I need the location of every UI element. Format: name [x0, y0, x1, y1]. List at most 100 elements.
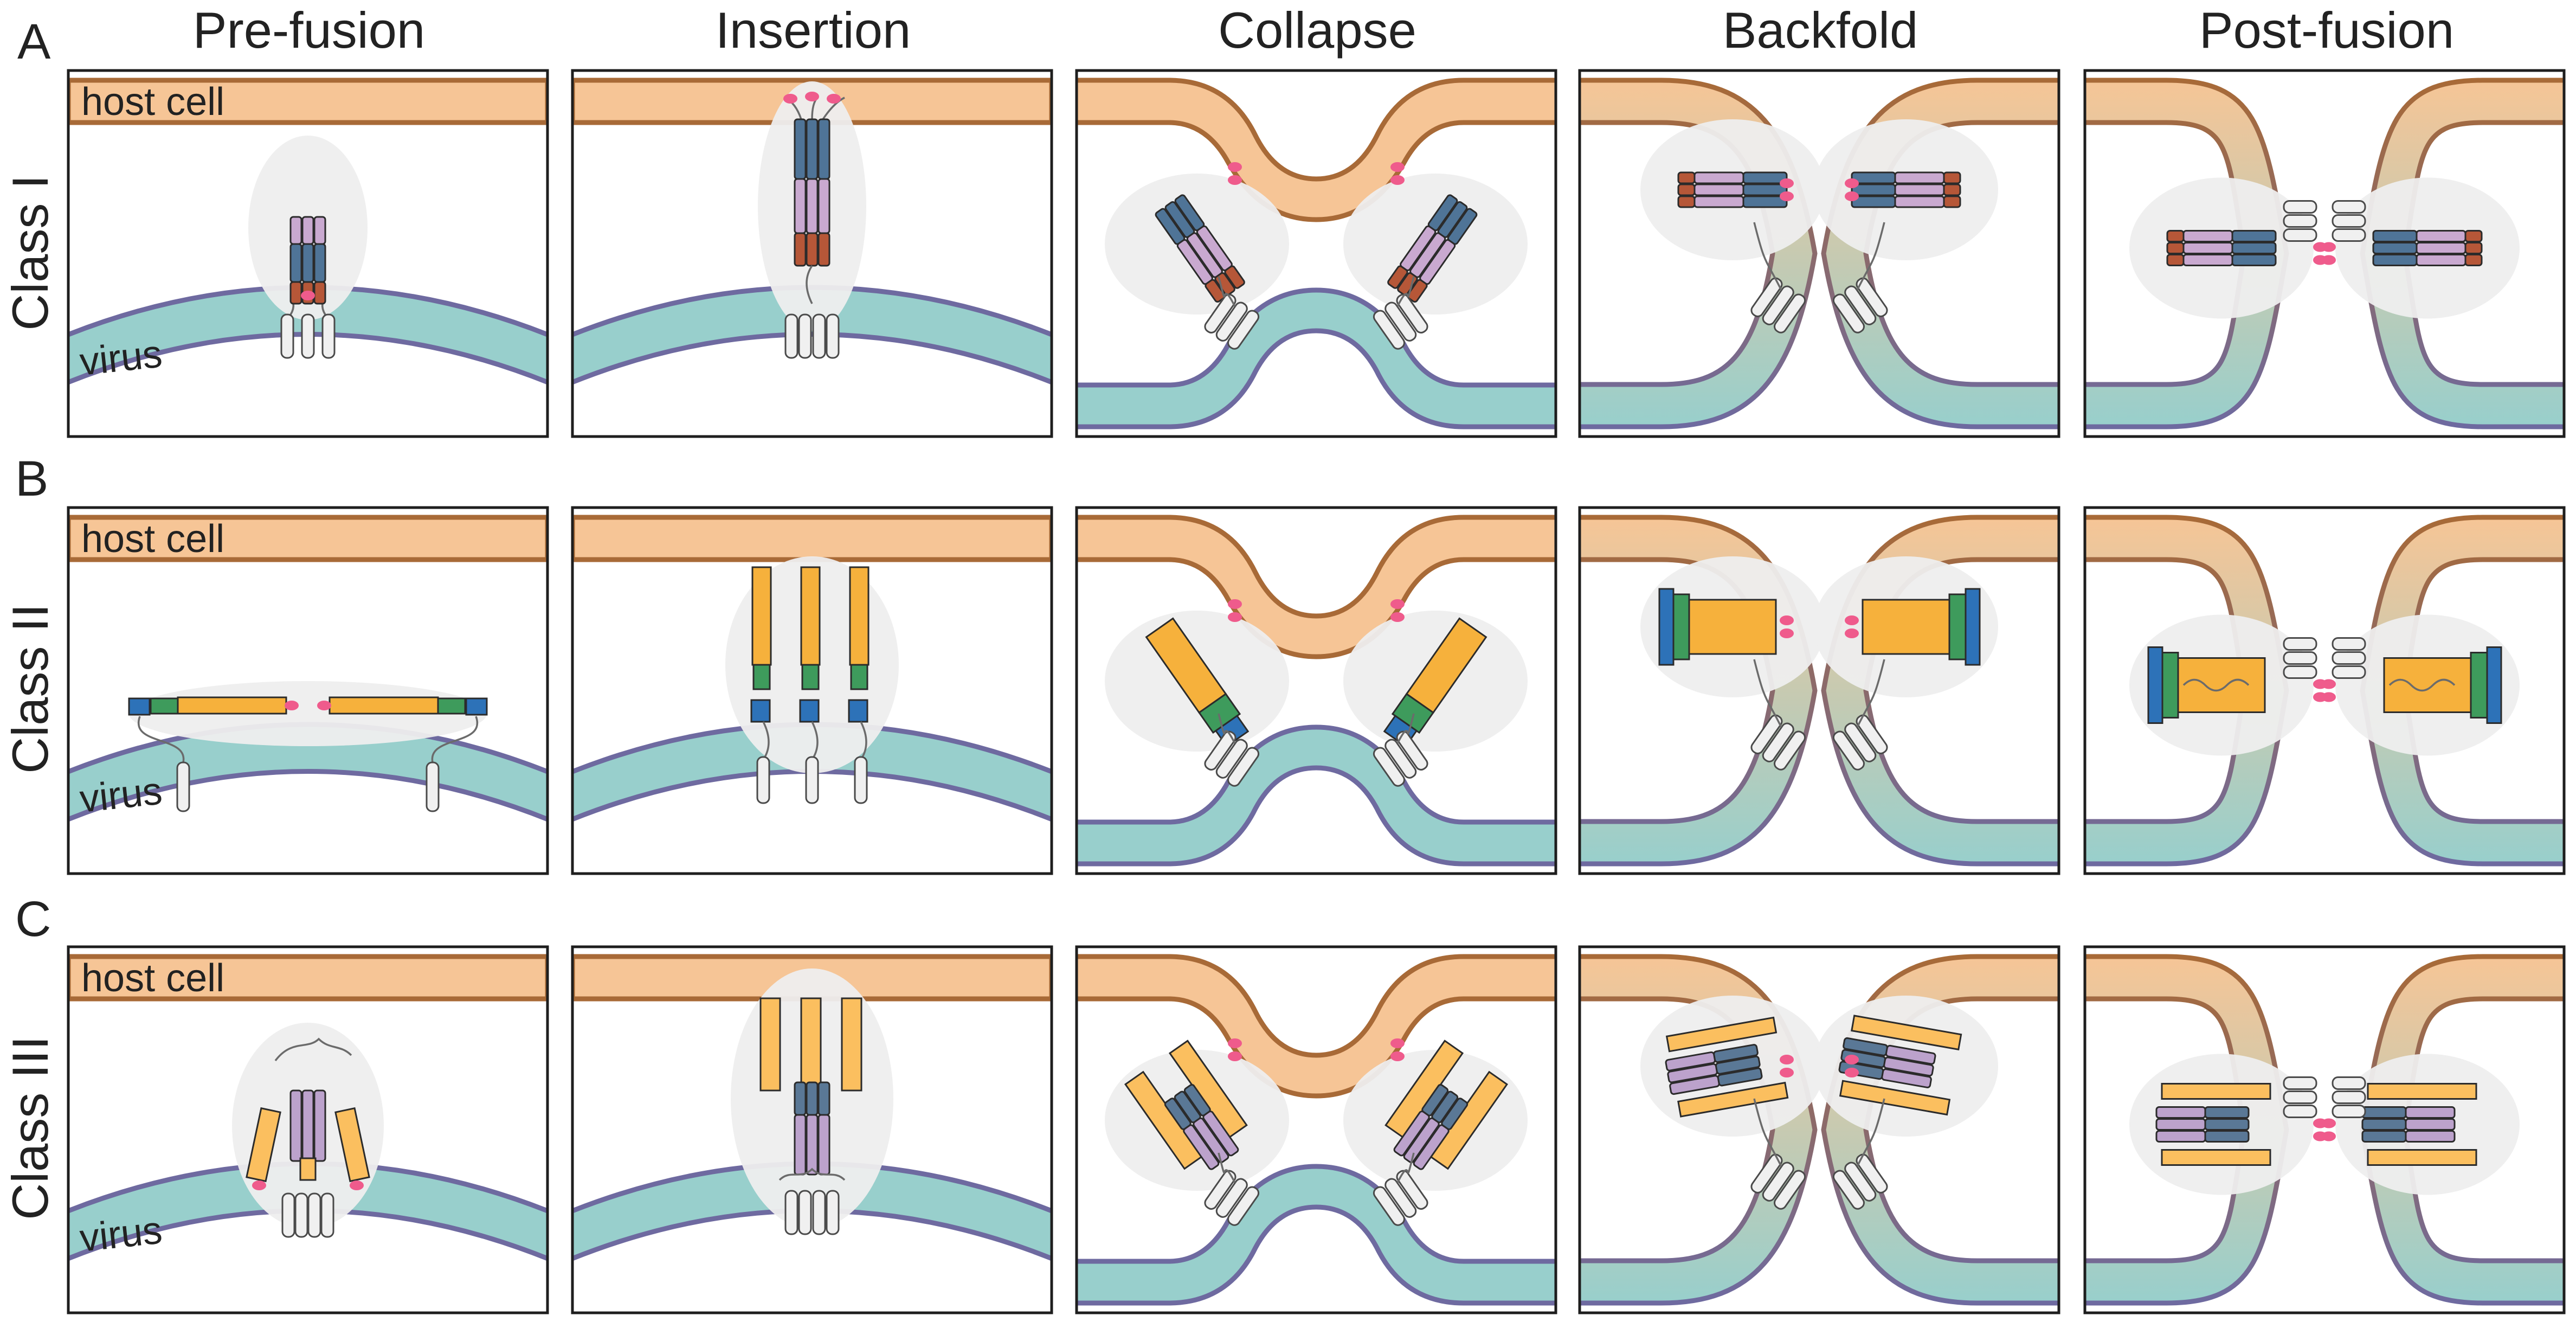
virus-membrane [572, 285, 1052, 385]
fusion-loop [1780, 615, 1794, 625]
helix-segment [2416, 254, 2466, 266]
helix-segment [2204, 1106, 2250, 1119]
linker [1218, 276, 1236, 307]
tm-helix [281, 1192, 295, 1238]
protein-domains [1155, 194, 1245, 303]
fusion-loop [1390, 1051, 1405, 1061]
fusion-loop [1845, 628, 1859, 638]
panel-frame [1578, 506, 2060, 875]
helix-segment [1894, 171, 1945, 184]
tm-helix [1832, 730, 1865, 771]
virus-label: virus [78, 769, 164, 820]
panel-content [2085, 947, 2564, 1313]
helix-segment [1693, 171, 1744, 184]
helix-segment [2464, 242, 2483, 254]
panel-frame [571, 945, 1053, 1314]
domain-slab [1851, 1015, 1962, 1051]
protein-left [1640, 996, 1825, 1210]
row-letter-b: B [15, 451, 48, 506]
tm-helix [812, 313, 826, 359]
panel-content [1077, 70, 1556, 437]
helix-segment [1943, 195, 1961, 208]
fusion-loop [1390, 162, 1405, 172]
host-cell-label: host cell [81, 517, 224, 561]
tm-helices [1832, 277, 1888, 333]
helix-segment [1677, 171, 1696, 184]
protein-domains [1665, 1016, 1789, 1118]
tm-helix [2332, 200, 2366, 214]
virus-membrane [68, 285, 548, 385]
tm-helix [1227, 747, 1260, 787]
tm-helix [2283, 1105, 2317, 1118]
host-membrane [68, 954, 548, 1002]
protein-right [2322, 1054, 2520, 1195]
panel-frame [2083, 506, 2566, 875]
helix-segment [289, 243, 302, 283]
virus-membrane [572, 722, 1052, 822]
panel-content [68, 947, 548, 1313]
helix-segment [817, 118, 830, 180]
fusion-loop [317, 701, 331, 710]
helix-segment [301, 243, 314, 283]
protein-left [2129, 614, 2327, 756]
helix-segment [1413, 1124, 1450, 1170]
helix-segment [313, 216, 326, 245]
tm-helices [1373, 293, 1428, 350]
fusion-loop [2322, 1118, 2336, 1128]
tm-helix [1227, 310, 1260, 350]
column-title-post-fusion: Post-fusion [2199, 2, 2454, 59]
helix-segment [2361, 1106, 2407, 1119]
fusion-loop [1228, 162, 1242, 172]
panel-class2-insertion [571, 506, 1053, 875]
protein-domains [1677, 171, 1788, 208]
panel-frame [1075, 945, 1557, 1314]
domain-slab [2367, 1149, 2477, 1166]
domain-slab [801, 664, 820, 690]
tm-helix [1750, 277, 1783, 317]
protein-domains [2361, 1083, 2477, 1166]
helix-segment [301, 1089, 314, 1162]
row-label-class-ii: Class II [2, 604, 59, 773]
helix-segment [1894, 183, 1945, 196]
tm-helix [1832, 1170, 1865, 1210]
domain-slab [1672, 593, 1690, 660]
helix-segment [1742, 171, 1788, 184]
helix-segment [2204, 1118, 2250, 1131]
linker [2388, 678, 2456, 692]
helix-segment [806, 118, 819, 180]
panel-content [1077, 947, 1556, 1313]
protein-right [1814, 556, 1998, 771]
helix-segment [1224, 265, 1245, 289]
tm-helix [2283, 1090, 2317, 1104]
panel-class3-collapse [1075, 945, 1557, 1314]
helix-segment [1693, 195, 1744, 208]
helix-segment [1717, 1067, 1763, 1087]
tm-helix [854, 756, 868, 804]
fused-membrane-right [2360, 78, 2564, 429]
linker [1218, 1152, 1236, 1183]
helix-segment [2405, 1130, 2456, 1143]
domain-slab [1948, 593, 1967, 660]
protein-domains [2372, 230, 2483, 266]
helix-segment [2372, 254, 2418, 266]
protein-domains [1387, 194, 1478, 303]
tm-helix [2332, 1105, 2366, 1118]
linker [1856, 1098, 1885, 1167]
helix-segment [1403, 1117, 1440, 1163]
panel-frame [1075, 506, 1557, 875]
tm-helices [2283, 637, 2317, 679]
panel-class3-post-fusion [2083, 945, 2566, 1314]
tm-helices [1832, 1153, 1888, 1210]
linker [1396, 713, 1415, 744]
helix-segment [2231, 242, 2277, 254]
protein-domains [2155, 1083, 2271, 1166]
linker [1396, 1152, 1415, 1183]
tm-helix [280, 313, 294, 359]
protein-domains [2166, 230, 2277, 266]
helix-segment [1715, 1055, 1761, 1075]
fusion-loop [1845, 1055, 1859, 1064]
linker [1856, 222, 1885, 291]
virus-membrane [572, 1161, 1052, 1261]
